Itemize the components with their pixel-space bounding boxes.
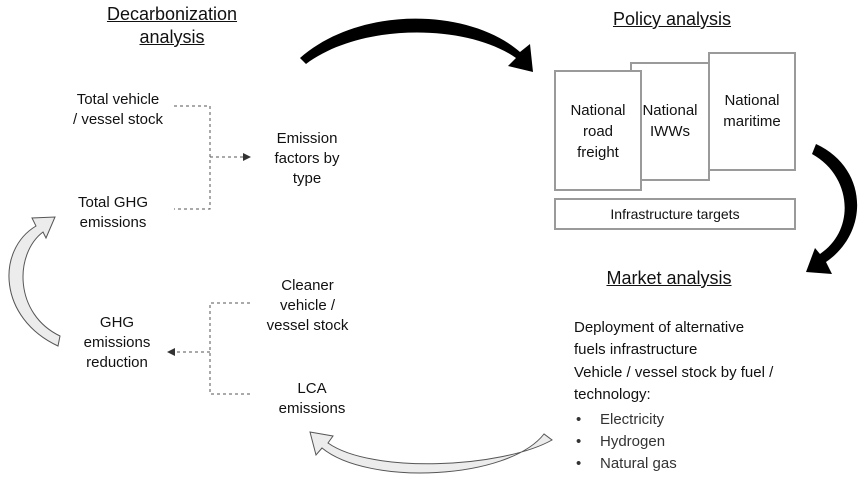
national-iwws-box: National IWWs	[630, 62, 710, 181]
national-iwws-line1: National	[642, 102, 698, 119]
bullet-electricity: •Electricity	[576, 411, 665, 428]
lca-label: LCA emissions	[262, 379, 362, 419]
national-maritime-box: National maritime	[708, 52, 796, 171]
national-maritime-line2: maritime	[723, 113, 781, 130]
total-ghg-line2: emissions	[79, 214, 147, 231]
total-stock-line2: / vessel stock	[72, 111, 164, 128]
national-iwws-line2: IWWs	[650, 123, 690, 140]
cleaner-stock-line2: vehicle /	[279, 297, 336, 314]
ghg-reduction-line3: reduction	[86, 354, 148, 371]
infrastructure-targets-label: Infrastructure targets	[610, 206, 740, 222]
emission-factors-line2: factors by	[274, 150, 340, 167]
national-maritime-line1: National	[724, 92, 780, 109]
market-heading: Market analysis	[606, 268, 732, 288]
bullet-hydrogen-text: Hydrogen	[600, 433, 666, 450]
cleaner-stock-line1: Cleaner	[281, 277, 334, 294]
deployment-line2: fuels infrastructure	[574, 341, 698, 358]
lca-line2: emissions	[278, 400, 346, 417]
total-ghg-label: Total GHG emissions	[48, 193, 178, 233]
decarbonization-heading: Decarbonization analysis	[82, 3, 262, 49]
ghg-reduction-line1: GHG	[99, 314, 135, 331]
emission-factors-line1: Emission	[276, 130, 338, 147]
curved-arrow-to-policy	[300, 18, 533, 72]
stock-by-fuel-line1: Vehicle / vessel stock by fuel /	[574, 364, 774, 381]
ghg-reduction-label: GHG emissions reduction	[62, 313, 172, 373]
lca-line1: LCA	[297, 380, 327, 397]
ghg-reduction-line2: emissions	[83, 334, 151, 351]
cleaner-stock-label: Cleaner vehicle / vessel stock	[245, 276, 370, 336]
national-road-freight-line1: National	[570, 102, 626, 119]
stock-by-fuel-line2: technology:	[574, 386, 651, 403]
bottom-bracket-line	[209, 302, 250, 395]
national-road-freight-box: National road freight	[554, 70, 642, 191]
emission-factors-label: Emission factors by type	[252, 129, 362, 189]
decarbonization-heading-line2: analysis	[139, 27, 205, 47]
bullet-natural-gas: •Natural gas	[576, 455, 677, 472]
deployment-text: Deployment of alternative fuels infrastr…	[574, 317, 744, 361]
infrastructure-targets-box: Infrastructure targets	[554, 198, 796, 230]
total-stock-line1: Total vehicle	[76, 91, 160, 108]
policy-heading: Policy analysis	[612, 9, 732, 29]
bullet-natural-gas-text: Natural gas	[600, 455, 677, 472]
deployment-line1: Deployment of alternative	[574, 319, 745, 336]
total-stock-label: Total vehicle / vessel stock	[48, 90, 188, 130]
fuel-bullet-list: •Electricity •Hydrogen •Natural gas	[576, 409, 677, 475]
national-road-freight-line2: road	[582, 123, 614, 140]
curved-arrow-to-total-ghg	[8, 216, 61, 347]
cleaner-stock-line3: vessel stock	[266, 317, 349, 334]
decarbonization-heading-line1: Decarbonization	[106, 4, 238, 24]
bullet-electricity-text: Electricity	[600, 411, 665, 428]
national-road-freight-line3: freight	[577, 144, 619, 161]
top-bracket-line	[174, 105, 211, 210]
curved-arrow-to-market	[806, 144, 858, 274]
emission-factors-line3: type	[292, 170, 322, 187]
curved-arrow-to-lca	[309, 431, 553, 474]
total-ghg-line1: Total GHG	[77, 194, 149, 211]
bullet-hydrogen: •Hydrogen	[576, 433, 666, 450]
stock-by-fuel-text: Vehicle / vessel stock by fuel / technol…	[574, 362, 773, 406]
